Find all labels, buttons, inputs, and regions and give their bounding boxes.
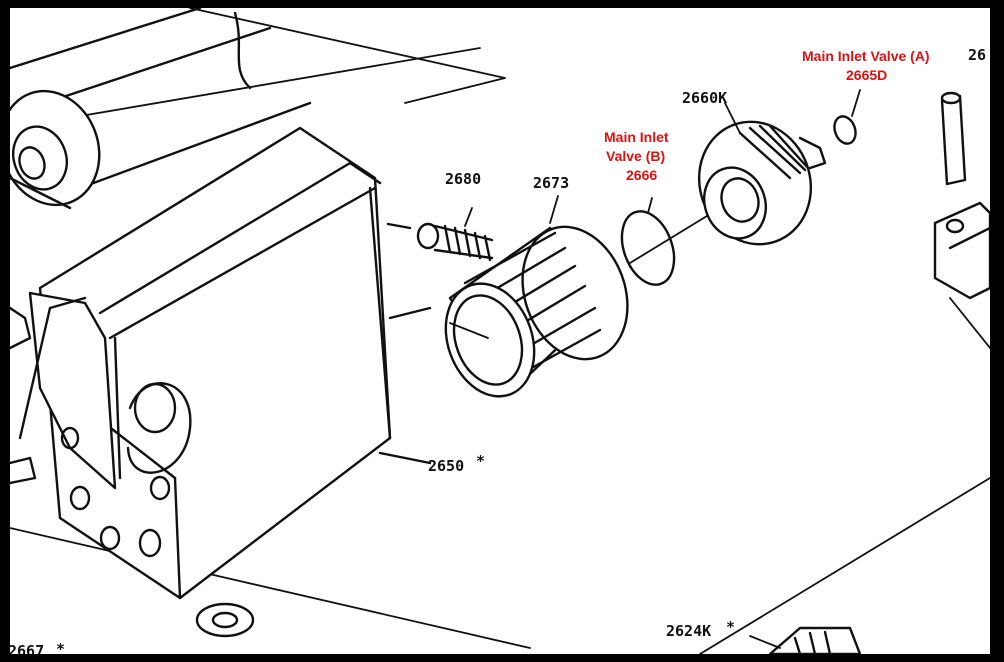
annotation-valve-b-line2: Valve (B) bbox=[606, 148, 665, 164]
fitting-2624K bbox=[749, 626, 862, 654]
washer-2667 bbox=[195, 602, 255, 638]
annotation-valve-a-title: Main Inlet Valve (A) bbox=[802, 48, 930, 64]
sheet-edge bbox=[189, 8, 506, 104]
annotation-valve-a-part: 2665D bbox=[846, 67, 887, 83]
label-2650: 2650 bbox=[428, 457, 464, 475]
sheet-edge bbox=[699, 477, 990, 654]
roller-assembly bbox=[10, 8, 312, 210]
label-2624K-star: * bbox=[726, 618, 735, 636]
label-2680: 2680 bbox=[445, 170, 481, 188]
label-2660K: 2660K bbox=[682, 89, 727, 107]
threaded-sleeve-2673 bbox=[444, 195, 629, 398]
valve-body-2660K bbox=[697, 102, 827, 246]
spring-2680 bbox=[386, 207, 494, 262]
exploded-view-drawing: 2680 2673 2660K 2650 * 2624K * 2667 * 26… bbox=[10, 8, 990, 654]
o-ring-2665D bbox=[833, 89, 861, 145]
annotation-valve-b-line1: Main Inlet bbox=[604, 129, 669, 145]
o-ring-2666 bbox=[620, 197, 721, 286]
label-2667: 2667 bbox=[10, 642, 44, 654]
sheet-edge bbox=[10, 527, 531, 649]
label-2667-star: * bbox=[56, 640, 65, 654]
pin-and-bracket bbox=[933, 91, 990, 300]
label-2624K: 2624K bbox=[666, 622, 711, 640]
sheet-edge bbox=[949, 297, 990, 349]
annotation-valve-b-part: 2666 bbox=[626, 167, 657, 183]
label-2673: 2673 bbox=[533, 174, 569, 192]
label-2650-star: * bbox=[476, 452, 485, 470]
housing-block-2650 bbox=[10, 126, 432, 600]
parts-diagram: 2680 2673 2660K 2650 * 2624K * 2667 * 26… bbox=[10, 8, 990, 654]
label-26-cut: 26 bbox=[968, 46, 986, 64]
sheet-edge bbox=[10, 47, 481, 129]
